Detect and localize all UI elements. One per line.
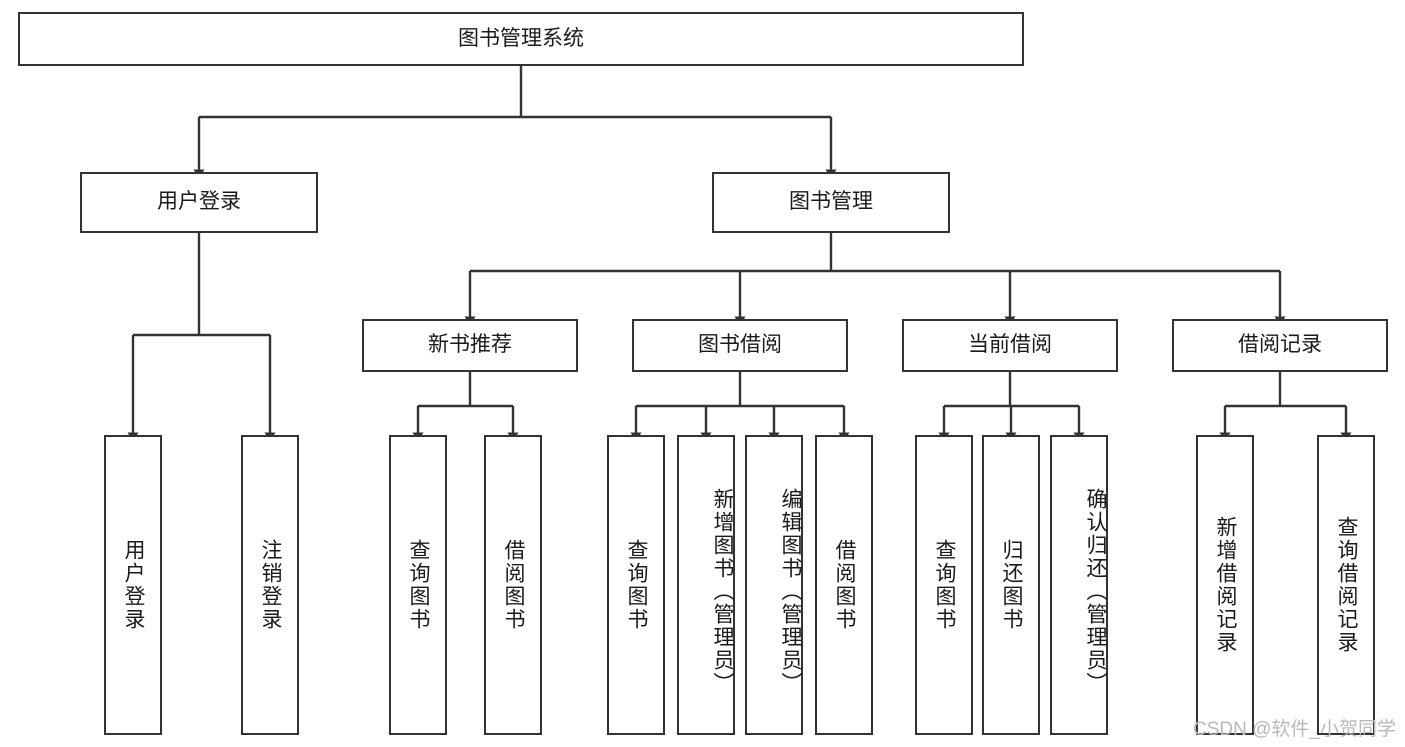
node-label-l-return: 归还图书 xyxy=(1000,539,1024,631)
node-label-l-login: 用户登录 xyxy=(122,539,146,631)
node-login[interactable]: 用户登录 xyxy=(80,172,318,233)
node-l-queryrec[interactable]: 查询借阅记录 xyxy=(1317,435,1375,735)
node-label-l-add: 新增图书（管理员） xyxy=(711,487,734,695)
node-l-query1[interactable]: 查询图书 xyxy=(389,435,447,735)
node-newbook[interactable]: 新书推荐 xyxy=(362,319,578,372)
node-label-newbook: 新书推荐 xyxy=(428,333,512,357)
node-label-borrow: 图书借阅 xyxy=(698,333,782,357)
node-label-l-queryrec: 查询借阅记录 xyxy=(1335,516,1359,654)
node-l-addrec[interactable]: 新增借阅记录 xyxy=(1196,435,1254,735)
node-records[interactable]: 借阅记录 xyxy=(1172,319,1388,372)
node-l-logout[interactable]: 注销登录 xyxy=(241,435,299,735)
node-label-current: 当前借阅 xyxy=(968,333,1052,357)
node-l-borrow2[interactable]: 借阅图书 xyxy=(815,435,873,735)
node-label-l-edit: 编辑图书（管理员） xyxy=(779,487,802,695)
node-l-edit[interactable]: 编辑图书（管理员） xyxy=(745,435,803,735)
node-label-l-borrow2: 借阅图书 xyxy=(833,539,857,631)
node-current[interactable]: 当前借阅 xyxy=(902,319,1118,372)
node-bookmgmt[interactable]: 图书管理 xyxy=(712,172,950,233)
node-l-query3[interactable]: 查询图书 xyxy=(915,435,973,735)
node-root[interactable]: 图书管理系统 xyxy=(18,12,1024,66)
node-label-l-query2: 查询图书 xyxy=(625,539,649,631)
node-label-l-addrec: 新增借阅记录 xyxy=(1214,516,1238,654)
node-l-borrow1[interactable]: 借阅图书 xyxy=(484,435,542,735)
node-l-query2[interactable]: 查询图书 xyxy=(607,435,665,735)
node-l-return[interactable]: 归还图书 xyxy=(982,435,1040,735)
node-label-login: 用户登录 xyxy=(157,190,241,214)
node-l-login[interactable]: 用户登录 xyxy=(104,435,162,735)
csdn-watermark: CSDN @软件_小贺同学 xyxy=(1193,719,1396,740)
node-label-l-confirm: 确认归还（管理员） xyxy=(1084,487,1107,695)
node-label-records: 借阅记录 xyxy=(1238,333,1322,357)
node-label-l-borrow1: 借阅图书 xyxy=(502,539,526,631)
node-label-root: 图书管理系统 xyxy=(458,26,584,50)
node-l-add[interactable]: 新增图书（管理员） xyxy=(677,435,735,735)
node-label-l-query3: 查询图书 xyxy=(933,539,957,631)
node-label-l-logout: 注销登录 xyxy=(259,539,283,631)
node-label-bookmgmt: 图书管理 xyxy=(789,190,873,214)
node-label-l-query1: 查询图书 xyxy=(407,539,431,631)
node-l-confirm[interactable]: 确认归还（管理员） xyxy=(1050,435,1108,735)
node-borrow[interactable]: 图书借阅 xyxy=(632,319,848,372)
